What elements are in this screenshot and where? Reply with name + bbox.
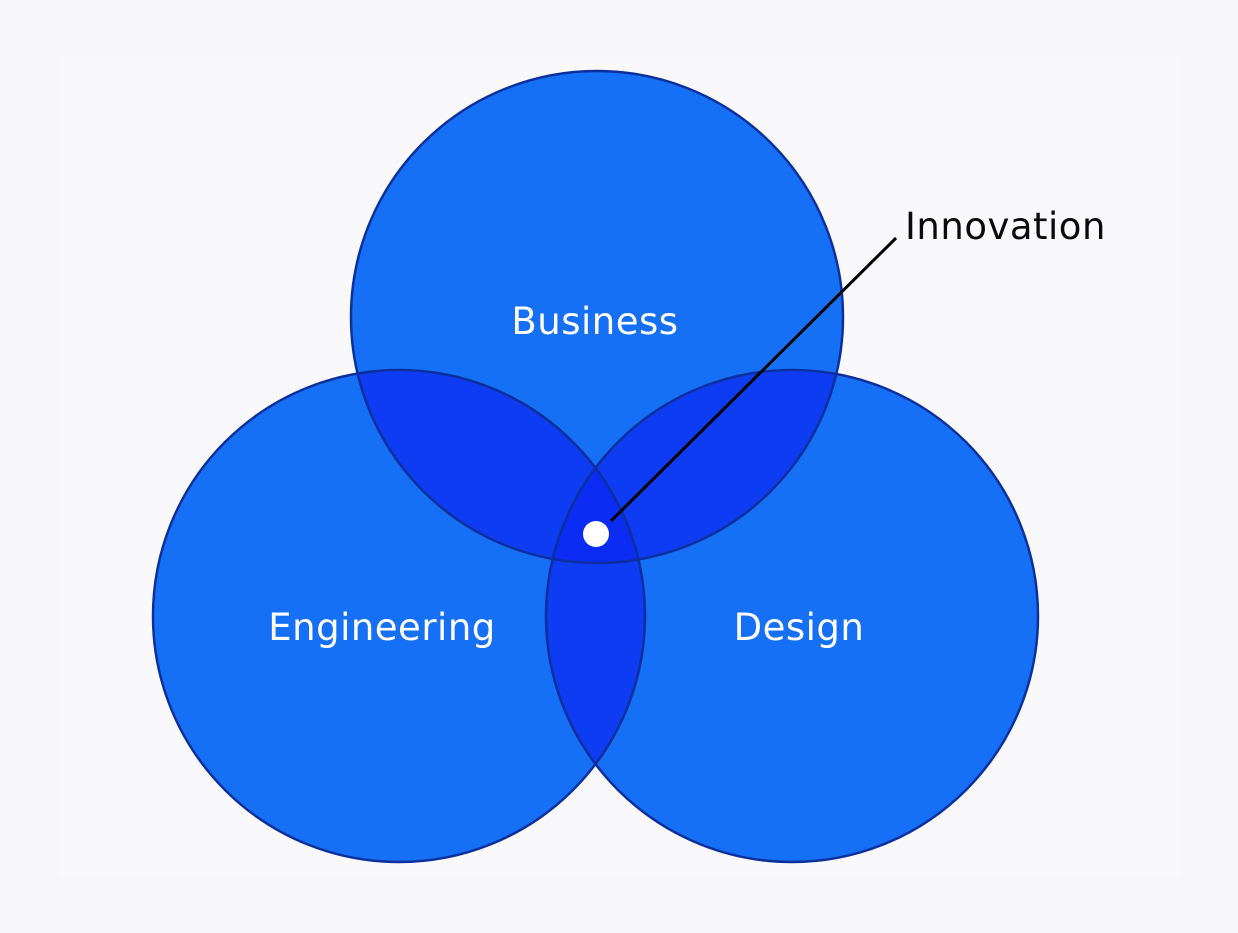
- design-label: Design: [734, 606, 865, 649]
- innovation-marker-dot: [583, 521, 609, 547]
- engineering-circle-outline: [151, 368, 647, 864]
- business-circle-outline: [349, 69, 845, 565]
- business-label: Business: [511, 300, 678, 343]
- overlap-business-design: [546, 370, 843, 563]
- design-circle-outline: [544, 368, 1040, 864]
- engineering-label: Engineering: [268, 606, 496, 649]
- innovation-callout-line: [609, 236, 898, 523]
- innovation-label: Innovation: [905, 205, 1106, 248]
- overlap-business-engineering: [351, 370, 645, 563]
